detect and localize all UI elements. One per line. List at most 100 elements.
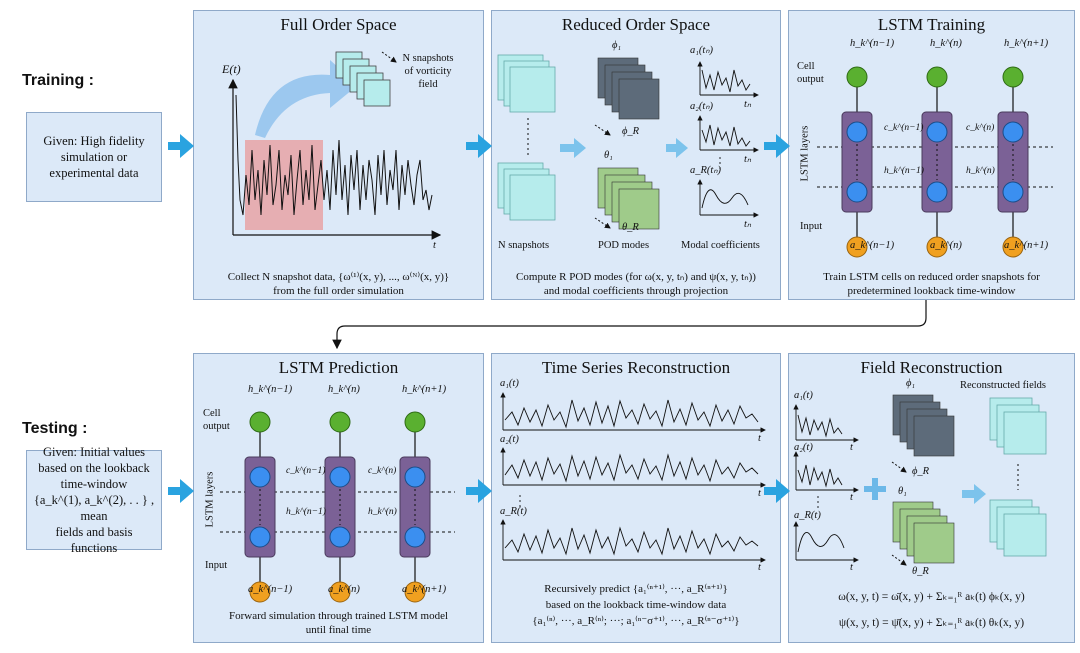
train-lstm-node-bottom <box>926 181 948 203</box>
arrow-to-reconstructed <box>962 484 986 504</box>
pred-a-cur: a_k^(n) <box>328 584 360 595</box>
a2-coeff-label: a₂(tₙ) <box>690 101 713 112</box>
lstm-training-caption1: Train LSTM cells on reduced order snapsh… <box>823 271 1040 283</box>
modal-coeff-plots <box>697 61 759 218</box>
given-testing-line4: {a_k^(1), a_k^(2), . . } , mean <box>33 493 155 523</box>
n-snapshots-label: N snapshots <box>498 240 550 251</box>
field-recon-graphics <box>793 394 1047 566</box>
testing-label: Testing : <box>22 420 88 437</box>
arrow-pod-to-coeffs <box>666 138 688 158</box>
train-lstm-node-bottom <box>846 181 868 203</box>
train-h-prev: h_k^(n−1) <box>850 38 895 49</box>
pred-input-label: Input <box>205 560 228 571</box>
lstm-cells <box>817 66 1053 258</box>
train-cell-output-label: Cell output <box>797 61 824 85</box>
train-input-node <box>926 236 948 258</box>
flow-arrow-ts-to-field <box>764 479 790 503</box>
train-output-node <box>926 66 948 88</box>
pred-c-prev: c_k^(n−1) <box>286 466 326 476</box>
pred-h-cur: h_k^(n) <box>328 384 360 395</box>
pred-a-next: a_k^(n+1) <box>402 584 447 595</box>
given-testing-line2: based on the lookback <box>38 461 150 475</box>
fr-a1-label: a₁(t) <box>794 390 813 401</box>
pod-modes-label: POD modes <box>598 240 650 251</box>
given-testing-line3: time-window <box>60 477 128 491</box>
pred-lstm-column-2 <box>324 411 356 603</box>
tn-label-3: tₙ <box>744 219 752 230</box>
pred-lstm-column-3 <box>399 411 431 603</box>
snapshot-stack-full <box>335 51 391 107</box>
full-order-y-label: E(t) <box>222 62 241 76</box>
reconstructed-stack <box>989 397 1047 557</box>
fr-theta1-label: θ₁ <box>898 486 907 497</box>
pred-lstm-node-bottom <box>249 526 271 548</box>
time-series-caption2: based on the lookback time-window data <box>545 599 727 611</box>
phiR-label: ϕ_R <box>622 126 640 137</box>
pred-lstm-column-1 <box>244 411 276 603</box>
full-order-x-label: t <box>433 240 436 251</box>
ts-t-label-3: t <box>758 562 761 573</box>
train-h-cur: h_k^(n) <box>930 38 962 49</box>
pred-c-cur: c_k^(n) <box>368 466 397 476</box>
train-h-prev-mid: h_k^(n−1) <box>884 166 924 176</box>
train-lstm-column-2 <box>921 66 953 258</box>
lstm-training-graphics <box>817 66 1053 258</box>
pred-layers-label: LSTM layers <box>204 471 216 528</box>
fr-t-label-1: t <box>850 442 853 453</box>
pred-h-cur-mid: h_k^(n) <box>368 507 397 517</box>
theta1-label: θ₁ <box>604 150 613 161</box>
snapshots-label: N snapshots of vorticity field <box>402 53 454 90</box>
lstm-training-caption2: predetermined lookback time-window <box>847 285 1016 297</box>
fr-aR-label: a_R(t) <box>794 510 821 521</box>
train-input-label: Input <box>800 221 823 232</box>
training-to-testing-connector <box>332 300 927 350</box>
train-c-cur: c_k^(n) <box>966 123 995 133</box>
arrow-snap-to-pod <box>560 138 586 158</box>
ts-t-label-1: t <box>758 433 761 444</box>
fr-phiR-label: ϕ_R <box>912 466 930 477</box>
time-series-plots <box>500 392 766 563</box>
ts-a2-label: a₂(t) <box>500 434 519 445</box>
full-order-plot <box>228 51 442 240</box>
train-input-node <box>1002 236 1024 258</box>
train-lstm-node-top <box>1002 121 1024 143</box>
lstm-prediction-caption1: Forward simulation through trained LSTM … <box>228 610 449 622</box>
flow-arrow-given-to-pred <box>168 479 194 503</box>
train-input-node <box>846 236 868 258</box>
flow-arrow-given-to-full <box>168 134 194 158</box>
tn-label-2: tₙ <box>744 154 752 165</box>
train-layers-label: LSTM layers <box>799 125 811 182</box>
a2-signal <box>504 453 759 483</box>
plus-icon <box>864 478 886 500</box>
n-snapshots-stack <box>497 54 556 221</box>
phi-modes-stack <box>597 57 660 120</box>
given-testing-box: Given: Initial values based on the lookb… <box>26 445 162 555</box>
pred-output-node <box>329 411 351 433</box>
full-order-caption2: from the full order simulation <box>273 285 404 297</box>
time-series-caption1: Recursively predict {a₁⁽ⁿ⁺¹⁾, ···, a_R⁽ⁿ… <box>544 583 728 595</box>
reduced-order-caption1: Compute R POD modes (for ω(x, y, tₙ) and… <box>516 271 756 283</box>
train-a-next: a_k^(n+1) <box>1004 240 1049 251</box>
pred-a-prev: a_k^(n−1) <box>248 584 293 595</box>
reconstructed-fields-label: Reconstructed fields <box>960 380 1047 391</box>
train-lstm-node-top <box>846 121 868 143</box>
lstm-prediction-title: LSTM Prediction <box>278 358 399 377</box>
train-h-next: h_k^(n+1) <box>1004 38 1049 49</box>
theta-modes-stack-field <box>892 501 955 564</box>
pred-output-node <box>404 411 426 433</box>
train-h-cur-mid: h_k^(n) <box>966 166 995 176</box>
pred-h-prev: h_k^(n−1) <box>248 384 293 395</box>
train-output-node <box>1002 66 1024 88</box>
fr-thetaR-label: θ_R <box>912 566 929 577</box>
train-lstm-node-top <box>926 121 948 143</box>
pred-input-node <box>404 581 426 603</box>
fr-phi1-label: ϕ₁ <box>906 378 916 389</box>
ts-a1-label: a₁(t) <box>500 378 519 389</box>
aR-coeff-label: a_R(tₙ) <box>690 165 722 176</box>
reduced-order-graphics <box>497 54 759 230</box>
pred-lstm-node-bottom <box>404 526 426 548</box>
phi1-label: ϕ₁ <box>612 40 622 51</box>
given-testing-line5: fields and basis functions <box>55 525 133 555</box>
theta-modes-stack <box>597 167 660 230</box>
